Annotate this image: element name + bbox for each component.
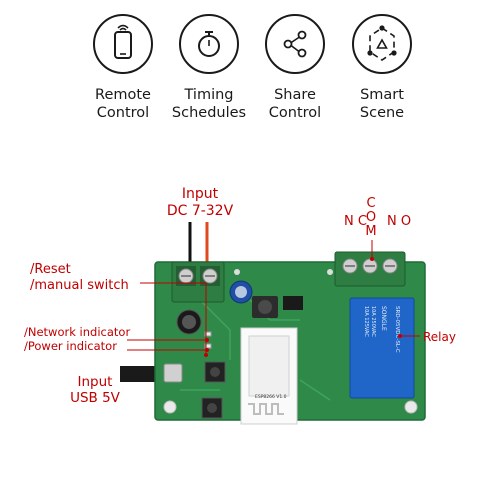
nc-label: N C [344, 214, 367, 229]
feature-timing-schedules: Timing Schedules [164, 14, 254, 122]
manual-switch-button [201, 397, 223, 419]
dc-input-terminal [171, 261, 225, 303]
relay-rating-1: 10A 250VAC [370, 306, 376, 337]
feature-remote-control: Remote Control [78, 14, 168, 122]
com-label: COM [365, 196, 377, 239]
reset-label: /Reset [30, 262, 71, 277]
micro-usb-port [163, 363, 183, 383]
smart-scene-icon [352, 14, 412, 74]
relay-label: Relay [423, 330, 456, 344]
wifi-module: ESP8266 V1.0 [240, 327, 298, 425]
feature-share-control: Share Control [250, 14, 340, 122]
relay-model: SRD-05VDC-SL-C [394, 306, 400, 353]
power-indicator-label: /Power indicator [24, 339, 117, 353]
usb-input-label-line2: USB 5V [70, 390, 120, 406]
feature-label: Timing Schedules [171, 87, 247, 121]
feature-label: Remote Control [95, 87, 151, 121]
dc-input-label: Input DC 7-32V [160, 186, 240, 220]
smartphone-remote-icon [93, 14, 153, 74]
power-indicator-led [204, 343, 212, 349]
reset-leader-line [140, 282, 207, 355]
no-label: N O [387, 214, 412, 229]
relay: SONGLE 10A 250VAC 10A 125VAC SRD-05VDC-S… [349, 297, 415, 399]
regulator-chip [283, 296, 303, 310]
feature-label: Smart Scene [359, 87, 405, 121]
usb-input-label-line1: Input [77, 374, 113, 390]
manual-switch-label: /manual switch [30, 278, 129, 293]
network-indicator-label: /Network indicator [24, 325, 131, 339]
dc-input-label-line1: Input [181, 186, 219, 202]
usb-input-label: Input USB 5V [63, 374, 127, 406]
feature-smart-scene: Smart Scene [337, 14, 427, 122]
relay-output-terminal [334, 251, 406, 287]
share-icon [265, 14, 325, 74]
module-marking: ESP8266 V1.0 [255, 394, 287, 400]
stopwatch-icon [179, 14, 239, 74]
dc-input-label-line2: DC 7-32V [166, 203, 234, 219]
relay-rating-2: 10A 125VAC [363, 306, 369, 337]
relay-brand: SONGLE [380, 306, 387, 331]
network-indicator-led [204, 331, 212, 337]
reset-button [204, 361, 226, 383]
feature-label: Share Control [268, 87, 322, 121]
